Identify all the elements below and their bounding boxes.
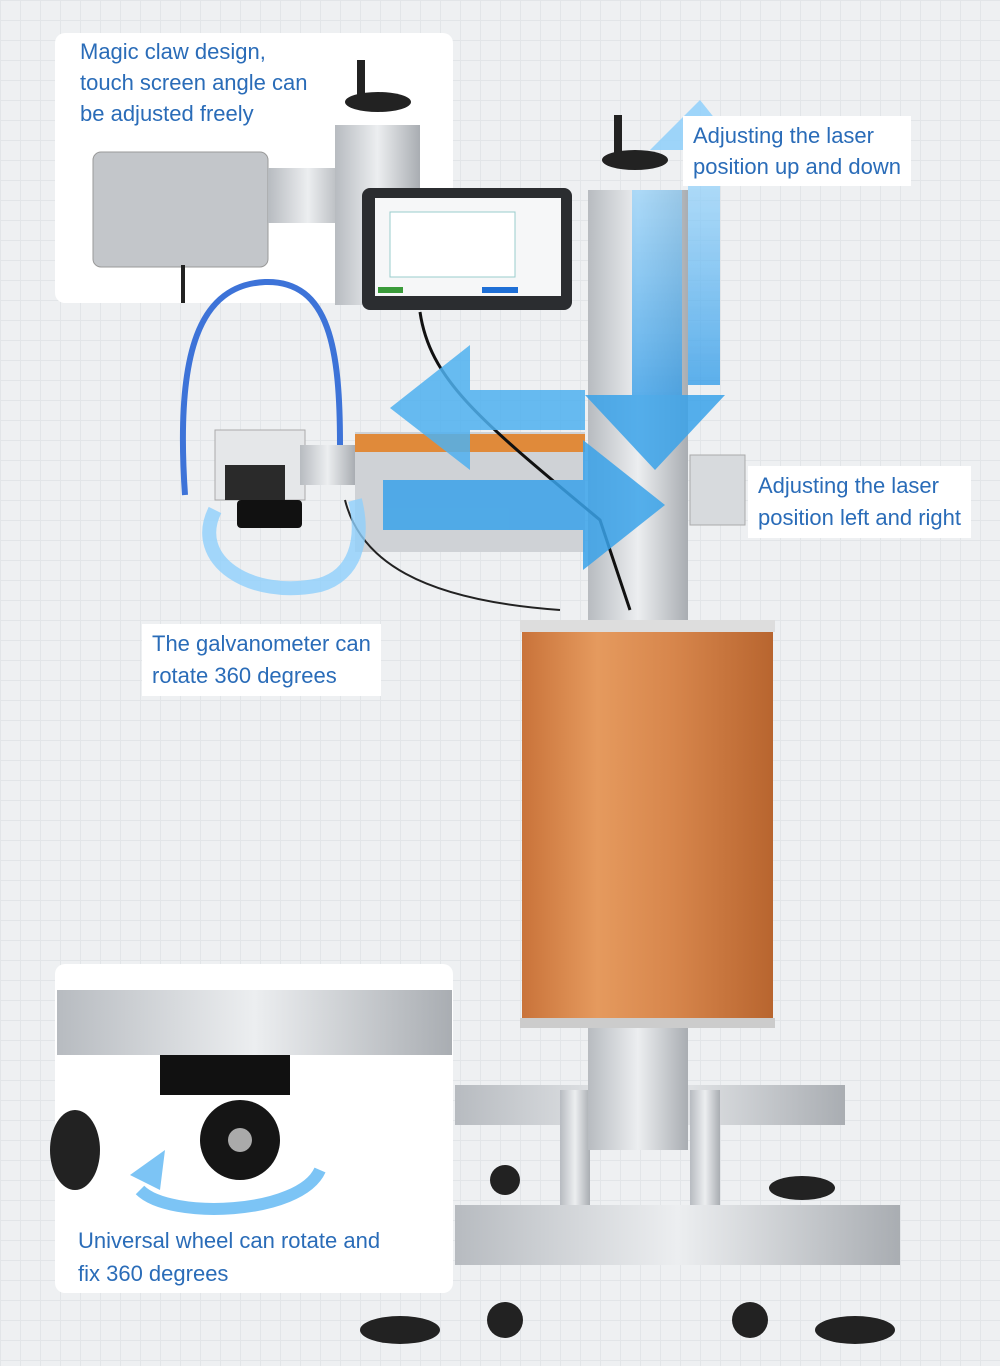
callout-wheel: Universal wheel can rotate and fix 360 d… xyxy=(68,1220,390,1294)
callout-line: touch screen angle can xyxy=(80,70,308,95)
callout-line: Magic claw design, xyxy=(80,39,266,64)
callout-line: be adjusted freely xyxy=(80,101,254,126)
callout-galvanometer: The galvanometer can rotate 360 degrees xyxy=(142,624,381,696)
callout-line: rotate 360 degrees xyxy=(152,663,337,688)
callout-line: Adjusting the laser xyxy=(693,123,874,148)
callout-line: fix 360 degrees xyxy=(78,1261,229,1286)
left-right-arrows xyxy=(383,345,665,570)
callout-magic-claw: Magic claw design, touch screen angle ca… xyxy=(70,36,318,129)
laser-source-box xyxy=(522,625,773,1025)
callout-line: Adjusting the laser xyxy=(758,473,939,498)
up-down-arrows xyxy=(585,100,740,470)
callout-up-down: Adjusting the laser position up and down xyxy=(683,116,911,186)
callout-line: The galvanometer can xyxy=(152,631,371,656)
touch-screen xyxy=(362,188,572,310)
callout-left-right: Adjusting the laser position left and ri… xyxy=(748,466,972,538)
galvanometer-head xyxy=(214,429,355,528)
callout-line: Universal wheel can rotate and xyxy=(78,1228,381,1253)
callout-line: position left and right xyxy=(758,505,962,530)
base-frame xyxy=(360,1085,900,1344)
callout-line: position up and down xyxy=(693,154,901,179)
